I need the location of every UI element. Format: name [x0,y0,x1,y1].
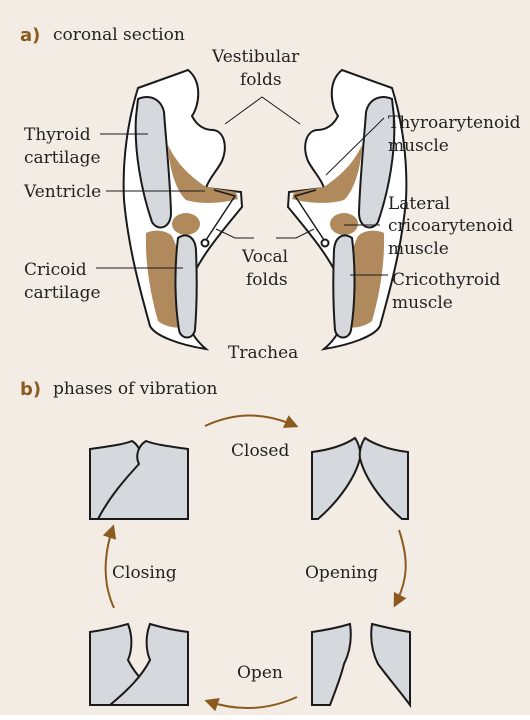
label-vestibular-1: Vestibular [211,47,300,67]
section-b-letter: b) [20,379,41,400]
section-b-title: phases of vibration [53,379,217,399]
label-thyroid-2: cartilage [24,148,101,168]
label-lateral-2: cricoarytenoid [388,216,513,236]
label-cricothyroid-2: muscle [392,293,453,313]
phase-label-closing: Closing [112,563,177,583]
label-trachea: Trachea [228,343,298,363]
label-thyroarytenoid-1: Thyroarytenoid [388,113,521,133]
label-vestibular-2: folds [240,70,282,90]
label-cricoid-2: cartilage [24,283,101,303]
fold-diagram-closed-left [90,441,188,519]
label-ventricle: Ventricle [23,182,101,202]
label-vocal-2: folds [246,270,288,290]
right-vocal-ligament-end [322,240,329,247]
label-vocal-1: Vocal [241,247,288,267]
label-thyroarytenoid-2: muscle [388,136,449,156]
label-thyroid-1: Thyroid [24,125,91,145]
left-cricoid-cartilage [175,235,196,337]
section-a-title: coronal section [53,25,185,45]
label-cricoid-1: Cricoid [24,260,87,280]
phase-label-closed: Closed [231,441,289,461]
label-cricothyroid-1: Cricothyroid [392,270,501,290]
right-lateral-cricoarytenoid-muscle [330,213,358,235]
left-lateral-cricoarytenoid-muscle [172,213,200,235]
label-lateral-3: muscle [388,239,449,259]
phase-label-open: Open [237,663,283,683]
section-a-letter: a) [20,25,40,46]
right-cricoid-cartilage [333,235,354,337]
label-lateral-1: Lateral [388,194,450,214]
left-vocal-ligament-end [202,240,209,247]
phase-label-opening: Opening [305,563,378,583]
